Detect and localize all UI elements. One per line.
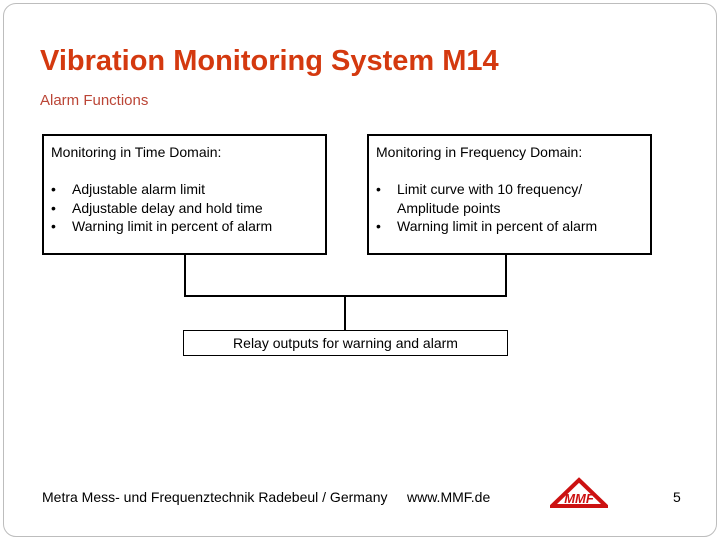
bullet-text: Warning limit in percent of alarm (397, 218, 598, 234)
bullet-text: Adjustable alarm limit (72, 181, 206, 197)
footer-website-text: www.MMF.de (407, 489, 491, 505)
bullet-icon: • (51, 181, 56, 197)
list-item: • Adjustable alarm limit (51, 180, 319, 199)
connector-line-horizontal (184, 295, 507, 297)
slide-subtitle: Alarm Functions (40, 92, 149, 109)
frequency-domain-box-title: Monitoring in Frequency Domain: (376, 144, 583, 160)
bullet-text: Adjustable delay and hold time (72, 199, 263, 216)
bullet-text: Warning limit in percent of alarm (72, 218, 273, 234)
logo-text: MMF (564, 491, 595, 506)
frequency-domain-bullet-list: • Limit curve with 10 frequency/ Amplitu… (369, 180, 650, 236)
relay-outputs-box: Relay outputs for warning and alarm (183, 330, 508, 356)
time-domain-box-title: Monitoring in Time Domain: (51, 144, 222, 160)
bullet-text: Limit curve with 10 frequency/ Amplitude… (397, 181, 583, 216)
list-item: • Warning limit in percent of alarm (376, 217, 644, 236)
slide-title: Vibration Monitoring System M14 (40, 45, 499, 77)
mmf-logo-icon: MMF (550, 477, 608, 508)
list-item: • Adjustable delay and hold time (51, 199, 319, 218)
time-domain-bullet-list: • Adjustable alarm limit • Adjustable de… (44, 180, 325, 236)
slide-border-frame (3, 3, 717, 537)
time-domain-box: Monitoring in Time Domain: • Adjustable … (42, 134, 327, 255)
list-item: • Warning limit in percent of alarm (51, 217, 319, 236)
bullet-icon: • (51, 199, 56, 216)
list-item: • Limit curve with 10 frequency/ Amplitu… (376, 180, 644, 217)
bullet-icon: • (376, 181, 381, 197)
connector-line-right (505, 255, 507, 297)
page-number: 5 (673, 489, 681, 505)
frequency-domain-box: Monitoring in Frequency Domain: • Limit … (367, 134, 652, 255)
bullet-icon: • (376, 218, 381, 234)
relay-outputs-label: Relay outputs for warning and alarm (233, 335, 458, 351)
logo-triangle (550, 477, 608, 508)
footer-company-text: Metra Mess- und Frequenztechnik Radebeul… (42, 489, 388, 505)
bullet-icon: • (51, 218, 56, 234)
connector-line-center (344, 297, 346, 330)
connector-line-left (184, 255, 186, 297)
